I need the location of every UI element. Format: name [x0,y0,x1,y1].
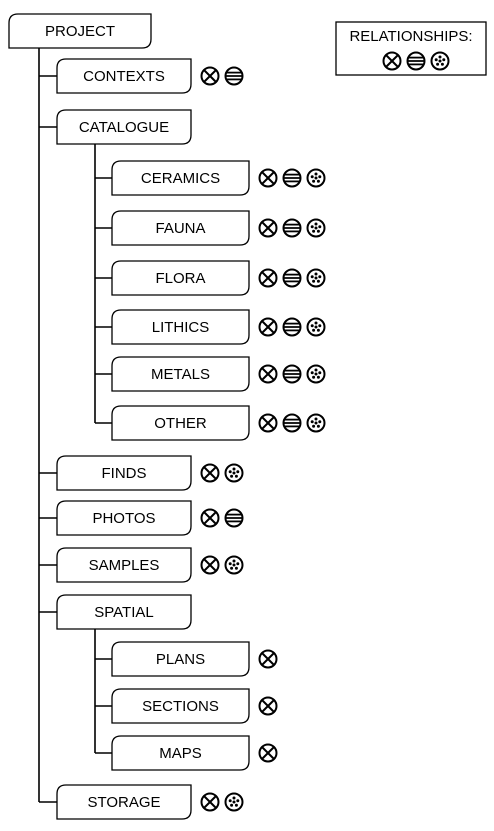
crossed-circle-icon [382,51,402,71]
striped-circle-icon [224,66,244,86]
node-sections-label: SECTIONS [142,698,219,715]
crossed-circle-icon [258,743,278,763]
node-metals-label: METALS [151,366,210,383]
striped-circle-icon [282,413,302,433]
node-maps-label: MAPS [159,745,202,762]
icons-metals [258,364,326,384]
crossed-circle-icon [258,649,278,669]
striped-circle-icon [224,508,244,528]
node-fauna-label: FAUNA [155,220,205,237]
node-fauna: FAUNA [111,210,250,246]
node-lithics-label: LITHICS [152,319,210,336]
node-sections: SECTIONS [111,688,250,724]
node-storage: STORAGE [56,784,192,820]
icons-sections [258,696,278,716]
dotted-circle-icon [306,364,326,384]
dotted-circle-icon [224,792,244,812]
crossed-circle-icon [258,413,278,433]
crossed-circle-icon [200,555,220,575]
node-finds: FINDS [56,455,192,491]
root-node-label: PROJECT [45,23,115,40]
node-other-label: OTHER [154,415,207,432]
striped-circle-icon [282,364,302,384]
node-contexts: CONTEXTS [56,58,192,94]
node-ceramics: CERAMICS [111,160,250,196]
icons-photos [200,508,244,528]
node-samples: SAMPLES [56,547,192,583]
striped-circle-icon [282,268,302,288]
icons-fauna [258,218,326,238]
icons-flora [258,268,326,288]
crossed-circle-icon [200,792,220,812]
root-node: PROJECT [8,13,152,49]
icons-other [258,413,326,433]
crossed-circle-icon [200,66,220,86]
striped-circle-icon [282,168,302,188]
node-storage-label: STORAGE [87,794,160,811]
node-flora: FLORA [111,260,250,296]
dotted-circle-icon [306,218,326,238]
dotted-circle-icon [306,317,326,337]
node-plans-label: PLANS [156,651,205,668]
node-lithics: LITHICS [111,309,250,345]
node-samples-label: SAMPLES [89,557,160,574]
node-spatial: SPATIAL [56,594,192,630]
crossed-circle-icon [258,268,278,288]
striped-circle-icon [282,218,302,238]
crossed-circle-icon [258,168,278,188]
node-maps: MAPS [111,735,250,771]
striped-circle-icon [406,51,426,71]
legend: RELATIONSHIPS: [335,21,487,76]
dotted-circle-icon [224,555,244,575]
icons-storage [200,792,244,812]
crossed-circle-icon [258,696,278,716]
dotted-circle-icon [224,463,244,483]
node-other: OTHER [111,405,250,441]
icons-finds [200,463,244,483]
crossed-circle-icon [258,364,278,384]
icons-ceramics [258,168,326,188]
legend-title: RELATIONSHIPS: [349,28,472,45]
dotted-circle-icon [306,413,326,433]
dotted-circle-icon [430,51,450,71]
node-catalogue: CATALOGUE [56,109,192,145]
icons-contexts [200,66,244,86]
node-ceramics-label: CERAMICS [141,170,220,187]
node-metals: METALS [111,356,250,392]
icons-maps [258,743,278,763]
node-photos-label: PHOTOS [92,510,155,527]
icons-plans [258,649,278,669]
node-catalogue-label: CATALOGUE [79,119,169,136]
dotted-circle-icon [306,268,326,288]
node-plans: PLANS [111,641,250,677]
node-contexts-label: CONTEXTS [83,68,165,85]
node-spatial-label: SPATIAL [94,604,153,621]
icons-samples [200,555,244,575]
crossed-circle-icon [200,508,220,528]
icons-lithics [258,317,326,337]
node-flora-label: FLORA [155,270,205,287]
node-photos: PHOTOS [56,500,192,536]
crossed-circle-icon [258,218,278,238]
node-finds-label: FINDS [102,465,147,482]
crossed-circle-icon [258,317,278,337]
dotted-circle-icon [306,168,326,188]
crossed-circle-icon [200,463,220,483]
striped-circle-icon [282,317,302,337]
